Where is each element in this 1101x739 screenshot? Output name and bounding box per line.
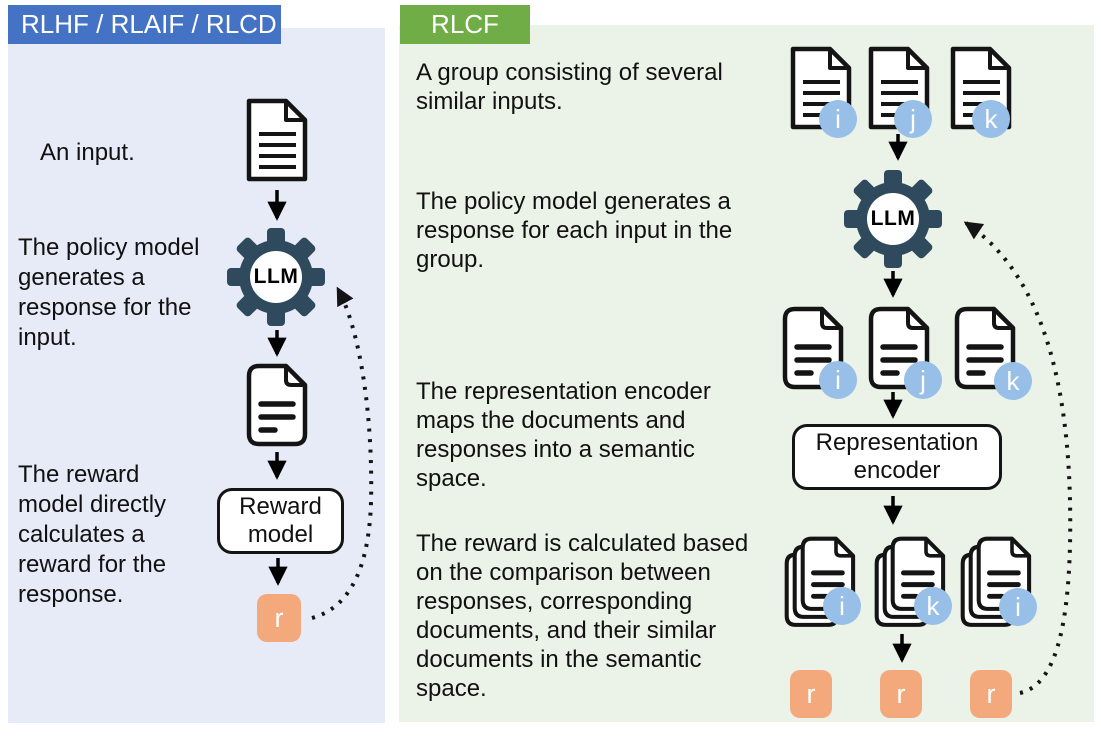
representation-encoder-box: Representation encoder xyxy=(792,424,1002,490)
caption-policy-right: The policy model generates a response fo… xyxy=(416,188,733,273)
response-document-icon xyxy=(249,366,305,444)
caption-reward-right: The reward is calculated based on the co… xyxy=(416,530,749,702)
panel-rlhf-background xyxy=(8,28,385,723)
panel-header-rlcf: RLCF xyxy=(400,5,530,44)
llm-label-left: LLM xyxy=(253,265,299,288)
reward-chip-1: r xyxy=(790,670,832,718)
input-badge-k: k xyxy=(972,100,1010,138)
response-badge-k: k xyxy=(994,362,1032,400)
stack-badge-2: k xyxy=(914,587,952,625)
llm-label-right: LLM xyxy=(870,207,916,230)
stack-badge-3: i xyxy=(999,588,1037,626)
caption-reward-left: The reward model directly calculates a r… xyxy=(18,461,167,608)
reward-chip-2: r xyxy=(880,670,922,718)
reward-chip-left: r xyxy=(257,594,301,642)
input-badge-j: j xyxy=(894,100,932,138)
input-document-icon xyxy=(249,101,305,179)
input-badge-i: i xyxy=(819,100,857,138)
caption-policy-left: The policy model generates a response fo… xyxy=(18,234,200,351)
response-badge-j: j xyxy=(904,361,942,399)
reward-chip-3: r xyxy=(970,670,1012,718)
response-badge-i: i xyxy=(819,361,857,399)
stack-badge-1: i xyxy=(823,587,861,625)
caption-encoder: The representation encoder maps the docu… xyxy=(416,378,711,492)
caption-an-input: An input. xyxy=(40,139,135,166)
caption-group: A group consisting of several similar in… xyxy=(416,59,723,115)
reward-model-box: Reward model xyxy=(217,488,344,554)
feedback-loop-arrow-left xyxy=(311,286,374,620)
panel-header-rlhf: RLHF / RLAIF / RLCD xyxy=(8,5,281,44)
